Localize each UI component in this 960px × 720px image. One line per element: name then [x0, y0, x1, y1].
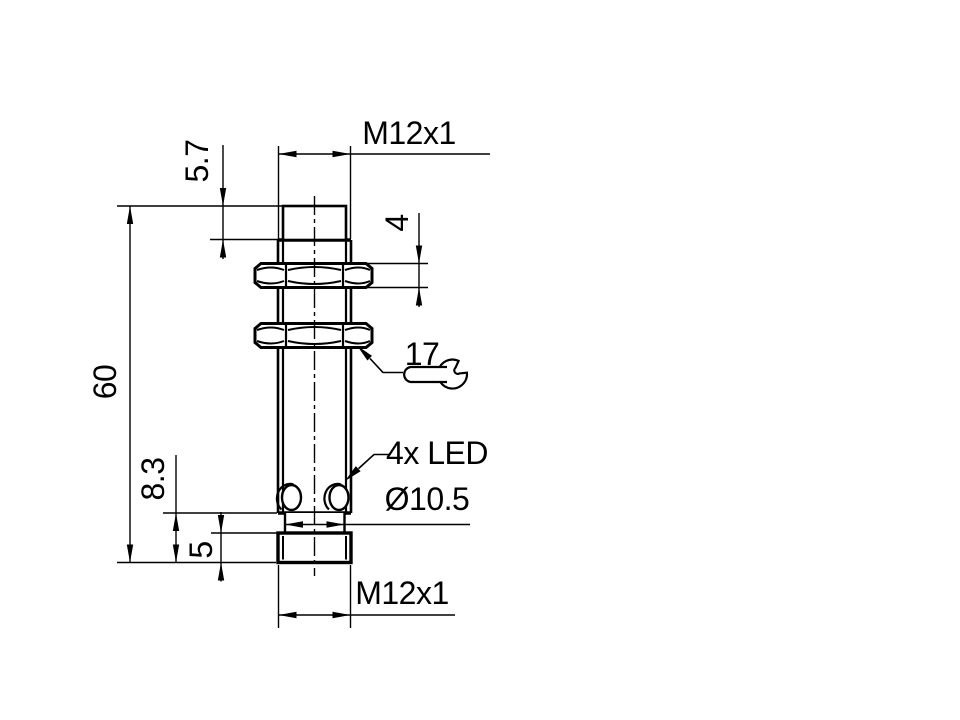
dim-overall-length-label: 60 — [87, 364, 123, 400]
leader-lines — [345, 345, 403, 481]
dimension-arrowheads — [126, 150, 423, 619]
diameter-label: Ø10.5 — [384, 481, 470, 517]
open-end-wrench-icon — [403, 358, 469, 390]
dim-connector-length-label: 5 — [183, 541, 219, 559]
thread-top-label: M12x1 — [362, 115, 456, 151]
led-indicators — [275, 482, 350, 512]
hex-nut-upper — [253, 262, 374, 289]
led-right — [328, 483, 350, 512]
led-left — [280, 483, 303, 512]
dim-nut-thickness-label: 4 — [379, 214, 415, 232]
dim-rear-section-label: 8.3 — [135, 457, 171, 501]
hex-nut-lower — [253, 322, 374, 349]
dim-head-length-label: 5.7 — [179, 139, 215, 183]
led-note-label: 4x LED — [386, 435, 488, 471]
wrench-size-label: 17 — [404, 336, 440, 372]
thread-bottom-label: M12x1 — [355, 575, 449, 611]
